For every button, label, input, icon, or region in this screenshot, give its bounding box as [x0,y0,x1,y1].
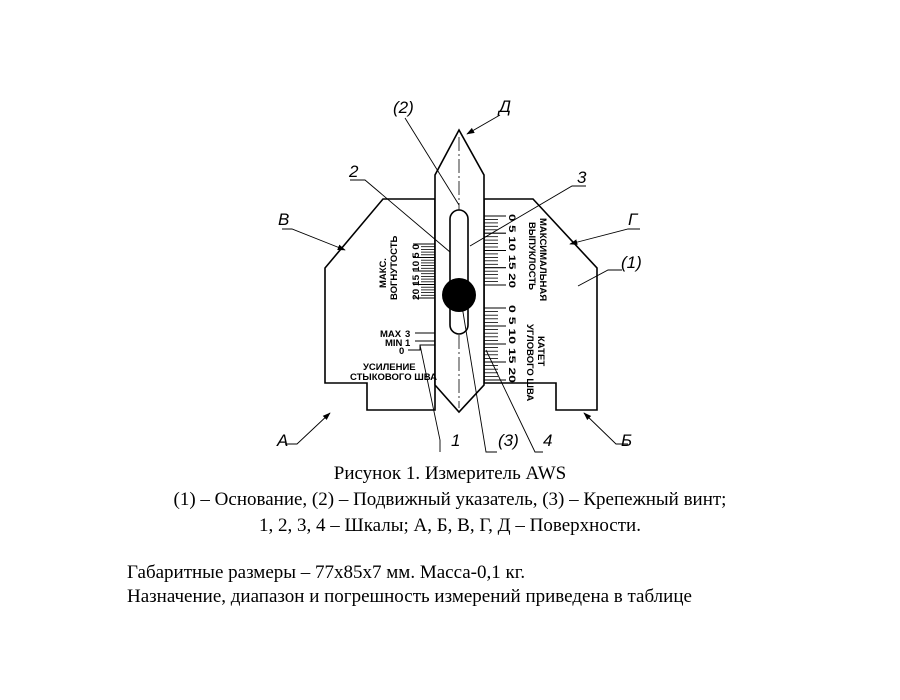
aws-gauge-drawing: (2) Д 2 3 В Г (1) А Б 1 (3) 4 20 15 10 5… [276,97,642,453]
concavity-scale-ticks [413,243,435,299]
label-surface-d: Д [497,97,511,116]
convexity-scale-numbers: 0 5 10 15 20 [506,214,517,288]
label-pointer: (2) [393,98,414,117]
pointer-slot [449,209,469,335]
fillet-scale-title: КАТЕТ УГЛОВОГО ШВА [524,324,546,401]
reinforcement-min-label: MIN [385,338,403,349]
label-surface-v: В [278,210,289,229]
label-surface-a: А [276,431,288,450]
figure-caption-scales: 1, 2, 3, 4 – Шкалы; А, Б, В, Г, Д – Пове… [259,515,641,536]
reinforcement-zero-label: 0 [399,346,404,357]
reinforcement-title-1: УСИЛЕНИЕ [363,362,416,373]
reinforcement-title-2: СТЫКОВОГО ШВА [350,372,437,383]
figure-caption-parts: (1) – Основание, (2) – Подвижный указате… [173,489,727,510]
dimensions-text: Габаритные размеры – 77х85х7 мм. Масса-0… [127,562,526,583]
convexity-scale-title: МАКСИМАЛЬНАЯ ВЫПУКЛОСТЬ [526,218,548,304]
figure-caption-title: Рисунок 1. Измеритель AWS [333,463,567,484]
convexity-scale-ticks [484,215,506,286]
label-screw: (3) [498,431,519,450]
fillet-scale-ticks [484,307,506,381]
label-base: (1) [621,253,642,272]
fixing-screw [442,278,476,312]
concavity-scale-title: МАКС. ВОГНУТОСТЬ [378,235,400,300]
label-scale-1: 1 [451,431,460,450]
reinforcement-max-label: MAX [380,329,402,340]
reinforcement-max-value: 3 [405,329,410,340]
concavity-scale-numbers: 20 15 10 5 0 [411,244,422,300]
label-scale-2: 2 [348,162,359,181]
label-scale-3: 3 [577,168,587,187]
reinforcement-scale-marks [408,332,435,351]
reinforcement-min-value: 1 [405,338,411,349]
label-surface-g: Г [628,210,639,229]
label-scale-4: 4 [543,431,552,450]
purpose-text: Назначение, диапазон и погрешность измер… [127,586,692,607]
fillet-scale-numbers: 0 5 10 15 20 [506,305,517,383]
label-surface-b: Б [621,431,632,450]
leader-lines [282,114,640,453]
